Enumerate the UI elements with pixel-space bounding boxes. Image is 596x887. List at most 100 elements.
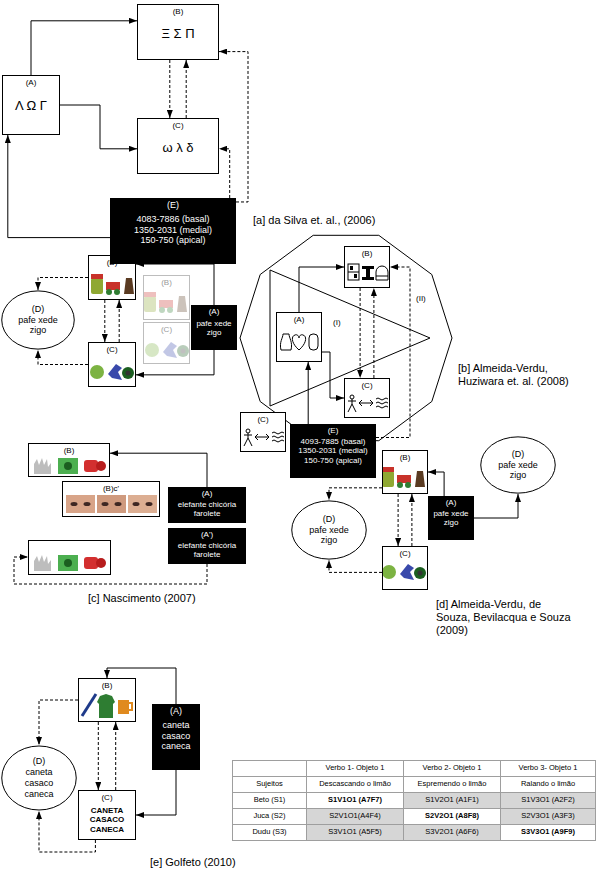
picture-pen	[82, 694, 96, 716]
solid-connector	[322, 352, 344, 398]
stimulus-text: 150-750 (apical)	[304, 456, 362, 466]
auditory-stimulus-box: (E)4093-7885 (basal)1350-2031 (medial)15…	[290, 424, 376, 478]
box-label: (B)c'	[103, 484, 119, 494]
table-cell: Espremendo o limão	[403, 776, 501, 793]
picture-stimuli	[91, 274, 134, 295]
stimulus-text: caneta casaco caneca	[12, 767, 66, 799]
picture-hand	[34, 458, 51, 474]
box-label: (A)	[446, 498, 457, 508]
stimulus-text: pafe xede zigo	[302, 525, 356, 547]
symbol	[354, 274, 357, 278]
stimulus-text: ω λ δ	[162, 140, 193, 156]
response-ellipse: (D)caneta casaco caneca	[1, 745, 77, 811]
abstract-symbols	[244, 429, 284, 446]
picture-stimuli	[34, 458, 106, 474]
picture-ball	[126, 371, 131, 376]
picture-lamp	[84, 460, 98, 472]
box-label: (E)	[328, 426, 339, 436]
picture-coat	[97, 694, 115, 718]
box-label: (A')	[201, 530, 213, 540]
symbol	[350, 266, 353, 270]
faded-picture-stimuli	[144, 292, 187, 313]
picture-stimuli	[382, 564, 426, 580]
dashed-connector	[39, 811, 95, 852]
auditory-stimulus-box: (A)pafe xede zigo	[428, 496, 474, 540]
solid-connector	[474, 494, 518, 518]
symbol	[280, 334, 291, 350]
stimulus-box: (C)	[344, 378, 390, 418]
box-label: (C)	[172, 121, 183, 131]
symbol	[376, 266, 388, 280]
triangle-outline	[270, 270, 430, 406]
table-cell: Dudu (S3)	[232, 824, 307, 841]
auditory-stimulus-box: (A)caneta casaco caneca	[152, 704, 200, 770]
picture-toy	[106, 289, 112, 295]
dashed-connector	[360, 288, 361, 378]
picture-eyes	[115, 502, 122, 506]
table-cell: S2V2O1 (A8F8)	[403, 808, 501, 825]
table-cell	[232, 760, 307, 777]
faded-picture-stimuli	[145, 342, 189, 358]
table-cell: Verbo 3- Objeto 1	[500, 760, 596, 777]
solid-connector	[31, 21, 137, 75]
picture-eyes	[66, 495, 95, 513]
box-label: (C)	[399, 549, 410, 559]
dashed-connector	[398, 494, 399, 546]
solid-connector	[428, 472, 444, 496]
table-cell: S2V3O1 (A3F3)	[500, 808, 596, 825]
stimulus-text: 1350-2031 (medial)	[134, 225, 212, 236]
panel-caption: [c] Nascimento (2007)	[88, 592, 238, 605]
table-cell: Verbo 1- Objeto 1	[306, 760, 404, 777]
box-label: (D)	[33, 756, 46, 767]
response-ellipse: (D)pafe xede zigo	[291, 500, 367, 560]
dashed-connector	[38, 278, 88, 291]
dashed-connector	[119, 300, 120, 342]
stimulus-box: (B)Ξ Σ Π	[137, 4, 219, 60]
picture-ball	[122, 367, 134, 379]
box-label: (D)	[323, 514, 336, 525]
response-ellipse: (D)pafe xede zigo	[1, 290, 75, 350]
stimulus-box: (A)Λ Ω Γ	[2, 75, 60, 135]
solid-connector	[299, 267, 344, 312]
picture-fruit	[90, 365, 104, 379]
table-cell: Sujeitos	[232, 776, 307, 793]
picture-eyes	[97, 495, 126, 513]
solid-connector	[308, 362, 309, 424]
stimulus-box: (B)	[344, 246, 390, 288]
table-cell: Beto (S1)	[232, 792, 307, 809]
box-label: (C)	[106, 345, 117, 355]
symbol	[348, 272, 359, 273]
faded-stimulus-box: (B)	[143, 275, 190, 320]
stimulus-box: (B)c'	[62, 481, 160, 517]
stimulus-text: CANETA CASACO CANECA	[81, 806, 133, 835]
solid-connector	[8, 135, 110, 238]
picture-stimuli	[90, 364, 134, 380]
box-label: (C)	[101, 793, 112, 803]
dashed-connector	[219, 149, 230, 198]
picture-cup	[91, 278, 103, 294]
stimulus-text: Λ Ω Γ	[15, 98, 47, 114]
stimulus-text: pafe xede zigo	[194, 319, 234, 338]
box-label: (B)	[102, 681, 113, 691]
faded-stimulus-box: (C)	[143, 322, 190, 364]
solid-connector	[107, 668, 176, 704]
auditory-stimulus-box: (A)elefante chicória farolete	[168, 487, 246, 523]
table-cell: S1V1O1 (A7F7)	[306, 792, 404, 809]
box-label: (A)	[170, 706, 182, 717]
auditory-stimulus-box: (A')elefante chicória farolete	[168, 528, 246, 564]
symbol	[350, 395, 354, 399]
dashed-connector	[38, 350, 88, 365]
stimulus-box: (C) CANETA CASACO CANECA	[78, 790, 136, 840]
picture-cup	[91, 274, 103, 279]
box-label: (C)	[257, 415, 268, 425]
table-cell: Verbo 2- Objeto 1	[403, 760, 501, 777]
stimulus-text: pafe xede zigo	[491, 460, 545, 482]
stimulus-text: 150-750 (apical)	[140, 235, 205, 246]
box-mask	[240, 412, 286, 452]
stimulus-box: (B)	[88, 255, 136, 300]
picture-plant	[64, 462, 72, 470]
stimulus-box: (B)	[28, 443, 110, 477]
panel-caption: [e] Golfeto (2010)	[150, 856, 290, 869]
solid-connector	[60, 105, 137, 149]
box-label: (E)	[167, 200, 179, 211]
